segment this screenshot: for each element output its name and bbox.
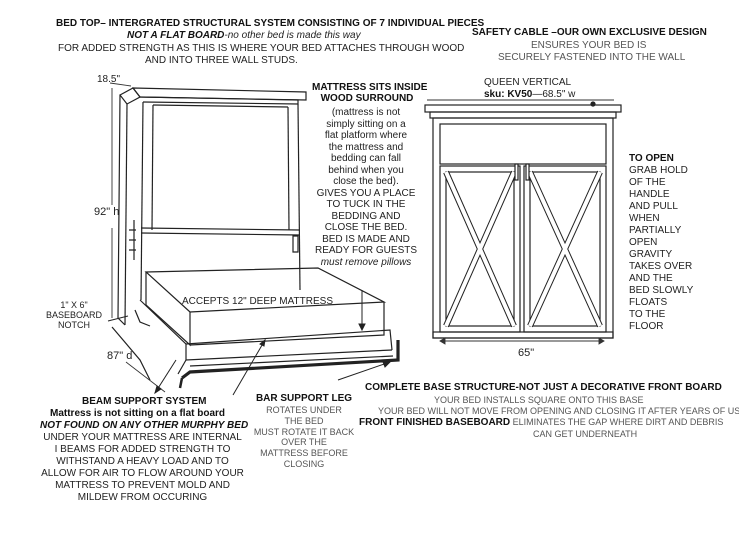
to-open-line: TAKES OVER	[629, 261, 693, 272]
mattress-line: (mattress is not	[331, 107, 401, 118]
mattress-surround-title2: WOOD SURROUND	[320, 93, 414, 105]
baseboard-notch-line1: 1" X 6"	[60, 300, 88, 310]
mattress-line: BEDDING AND	[331, 210, 401, 222]
baseboard-notch-line3: NOTCH	[58, 320, 91, 331]
beam-support-body: UNDER YOUR MATTRESS ARE INTERNAL I BEAMS…	[30, 432, 255, 504]
sku-code: sku: KV50	[484, 89, 533, 100]
mattress-line: BED IS MADE AND	[322, 233, 410, 245]
to-open-line: WHEN	[629, 213, 660, 224]
bar-leg-line: ROTATES UNDER	[266, 405, 342, 415]
to-open-line: PARTIALLY	[629, 225, 682, 236]
safety-cable-title: SAFETY CABLE –OUR OWN EXCLUSIVE DESIGN	[472, 27, 707, 38]
bed-top-line4: AND INTO THREE WALL STUDS.	[145, 55, 298, 66]
not-flat-board-rest: -no other bed is made this way	[224, 30, 361, 41]
sku-label: sku: KV50—68.5" w	[484, 89, 575, 100]
beam-support-title: BEAM SUPPORT SYSTEM	[82, 396, 207, 407]
beam-line: MATTRESS TO PREVENT MOLD AND	[55, 480, 230, 491]
closed-cabinet-drawing	[424, 101, 622, 339]
bar-leg-line: OVER THE	[281, 437, 327, 448]
front-baseboard-title: FRONT FINISHED BASEBOARD	[359, 417, 511, 428]
open-bed-drawing	[111, 87, 400, 389]
not-flat-board-text: NOT A FLAT BOARD	[127, 30, 225, 41]
mattress-line: behind when you	[328, 164, 404, 176]
to-open-line: AND PULL	[629, 201, 678, 212]
bed-top-line3: FOR ADDED STRENGTH AS THIS IS WHERE YOUR…	[58, 43, 465, 54]
to-open-line: OPEN	[629, 237, 658, 248]
mattress-surround-title: MATTRESS SITS INSIDE WOOD SURROUND	[312, 82, 428, 105]
bar-leg-title: BAR SUPPORT LEG	[255, 393, 353, 404]
safety-cable-line2: ENSURES YOUR BED IS	[531, 40, 647, 51]
queen-vertical-label: QUEEN VERTICAL	[484, 77, 572, 88]
mattress-line: the mattress and	[328, 141, 404, 153]
mattress-line: TO TUCK IN THE	[326, 199, 406, 210]
width-bottom-dim: 65"	[518, 347, 535, 359]
mattress-line: CLOSE THE BED.	[324, 222, 408, 233]
mattress-line: simply sitting on a	[326, 118, 406, 130]
accepts-mattress-label: ACCEPTS 12" DEEP MATTRESS	[182, 296, 333, 307]
to-open-line: GRAB HOLD	[629, 165, 688, 176]
bar-leg-line: MUST ROTATE IT BACK	[253, 426, 355, 437]
to-open-line: BED SLOWLY	[629, 285, 694, 296]
mattress-line: READY FOR GUESTS	[314, 245, 418, 256]
baseboard-notch-line2: BASEBOARD	[46, 310, 103, 321]
depth-bottom-dim: 87" d	[107, 350, 133, 362]
beam-line: I BEAMS FOR ADDED STRENGTH TO	[54, 444, 231, 455]
to-open-line: FLOOR	[629, 321, 664, 332]
to-open-line: GRAVITY	[629, 249, 673, 260]
baseboard-notch-label: 1" X 6" BASEBOARD NOTCH	[46, 300, 102, 330]
dimension-lines	[109, 82, 614, 393]
bed-top-emphasis: NOT A FLAT BOARD-no other bed is made th…	[127, 30, 361, 41]
mattress-line: GIVES YOU A PLACE	[316, 187, 416, 199]
bed-top-title: BED TOP– INTERGRATED STRUCTURAL SYSTEM C…	[56, 18, 485, 29]
front-baseboard-line2: CAN GET UNDERNEATH	[533, 429, 638, 439]
to-open-line: OF THE	[629, 177, 666, 188]
mattress-line: close the bed).	[333, 176, 399, 187]
mattress-surround-title1: MATTRESS SITS INSIDE	[312, 82, 428, 93]
front-baseboard-text: FRONT FINISHED BASEBOARD ELIMINATES THE …	[359, 417, 723, 428]
leader-lines	[107, 290, 392, 396]
bar-leg-line: CLOSING	[283, 458, 325, 469]
depth-top-dim: 18.5"	[97, 74, 121, 85]
beam-line: MILDEW FROM OCCURING	[77, 492, 208, 503]
base-structure-title: COMPLETE BASE STRUCTURE-NOT JUST A DECOR…	[365, 382, 722, 393]
sku-width: —68.5" w	[532, 89, 576, 100]
mattress-surround-body: (mattress is not simply sitting on a fla…	[310, 107, 422, 268]
front-baseboard-rest: ELIMINATES THE GAP WHERE DIRT AND DEBRIS	[510, 417, 724, 427]
beam-line: UNDER YOUR MATTRESS ARE INTERNAL	[43, 432, 242, 443]
bar-leg-body: ROTATES UNDER THE BED MUST ROTATE IT BAC…	[240, 405, 368, 470]
to-open-line: HANDLE	[629, 189, 670, 200]
mattress-line: flat platform where	[324, 130, 408, 141]
bar-leg-line: MATTRESS BEFORE	[260, 448, 348, 459]
beam-line: ALLOW FOR AIR TO FLOW AROUND YOUR	[41, 468, 244, 479]
to-open-line: FLOATS	[629, 297, 668, 308]
base-structure-line2: YOUR BED INSTALLS SQUARE ONTO THIS BASE	[434, 395, 644, 405]
beam-support-line3: NOT FOUND ON ANY OTHER MURPHY BED	[40, 420, 249, 431]
to-open-line: AND THE	[629, 273, 673, 284]
beam-support-line2: Mattress is not sitting on a flat board	[50, 408, 226, 419]
beam-line: WITHSTAND A HEAVY LOAD AND TO	[56, 456, 229, 467]
height-dim: 92" h	[94, 206, 120, 218]
base-structure-line3: YOUR BED WILL NOT MOVE FROM OPENING AND …	[378, 406, 739, 416]
mattress-line: bedding can fall	[330, 153, 402, 164]
mattress-last-line: must remove pillows	[320, 256, 412, 268]
to-open-title: TO OPEN	[629, 153, 674, 164]
safety-cable-line3: SECURELY FASTENED INTO THE WALL	[498, 52, 686, 63]
to-open-line: TO THE	[629, 309, 666, 320]
to-open-body: GRAB HOLD OF THE HANDLE AND PULL WHEN PA…	[629, 165, 693, 333]
bar-leg-line: THE BED	[284, 415, 324, 426]
